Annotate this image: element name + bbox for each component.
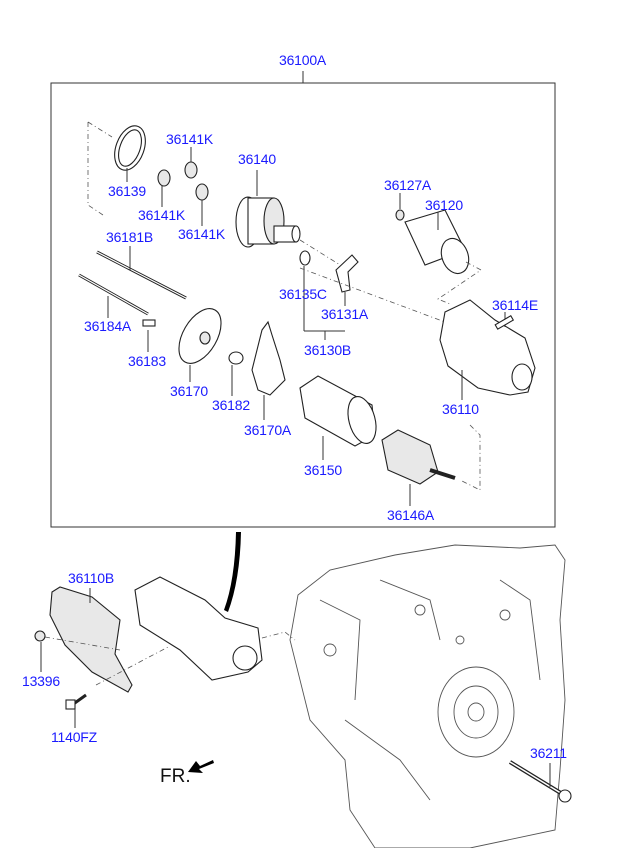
label-1140FZ[interactable]: 1140FZ: [51, 729, 98, 745]
label-36170A[interactable]: 36170A: [244, 422, 292, 438]
label-36127A[interactable]: 36127A: [384, 177, 432, 193]
label-36182[interactable]: 36182: [212, 397, 250, 413]
label-36110[interactable]: 36110: [442, 401, 479, 417]
label-36181B[interactable]: 36181B: [106, 229, 154, 245]
starter-installed: [134, 576, 296, 681]
part-36135C-lever-pin: [299, 250, 345, 340]
part-36110B-heat-shield: [44, 586, 171, 693]
label-36100A[interactable]: 36100A: [279, 52, 327, 68]
part-36120-solenoid: [395, 193, 482, 305]
label-36150[interactable]: 36150: [304, 462, 342, 478]
label-36170[interactable]: 36170: [170, 383, 208, 399]
label-36131A[interactable]: 36131A: [321, 306, 369, 322]
label-36184A[interactable]: 36184A: [84, 318, 132, 334]
label-36141K[interactable]: 36141K: [166, 131, 214, 147]
engine-block-outline: [289, 544, 566, 848]
part-through-bolts: [78, 246, 187, 352]
part-36211-bolt: [508, 760, 572, 803]
assembly-pointer-curve: [224, 532, 241, 612]
part-36139-seal-ring: [87, 121, 146, 216]
label-36183[interactable]: 36183: [128, 353, 166, 369]
part-36170A-brush-holder: [251, 320, 286, 420]
label-36141K[interactable]: 36141K: [178, 226, 226, 242]
label-36135C[interactable]: 36135C: [279, 286, 327, 302]
part-36146A-armature: [381, 424, 481, 506]
part-1140FZ-bolt: [65, 693, 87, 728]
label-13396[interactable]: 13396: [22, 673, 60, 689]
label-36211[interactable]: 36211: [530, 745, 567, 761]
label-36140[interactable]: 36140: [238, 151, 276, 167]
part-36182-bushing: [228, 351, 244, 396]
part-36110-starter-housing: [299, 267, 536, 400]
part-36140-overrunning-clutch: [235, 170, 346, 269]
label-36114E[interactable]: 36114E: [492, 297, 539, 313]
front-direction-arrow: [188, 760, 214, 773]
label-36130B[interactable]: 36130B: [304, 342, 352, 358]
part-36150-yoke: [299, 375, 377, 460]
part-36141K-gears: [157, 147, 209, 226]
part-36131A-shift-lever: [335, 254, 359, 306]
label-36139[interactable]: 36139: [108, 183, 146, 199]
label-36146A[interactable]: 36146A: [387, 507, 435, 523]
part-36170-rear-bracket: [178, 308, 222, 382]
part-13396-nut: [34, 630, 46, 672]
label-36141K[interactable]: 36141K: [138, 207, 186, 223]
label-36110B[interactable]: 36110B: [68, 570, 115, 586]
front-direction-label: FR.: [160, 766, 191, 787]
label-36120[interactable]: 36120: [425, 197, 463, 213]
